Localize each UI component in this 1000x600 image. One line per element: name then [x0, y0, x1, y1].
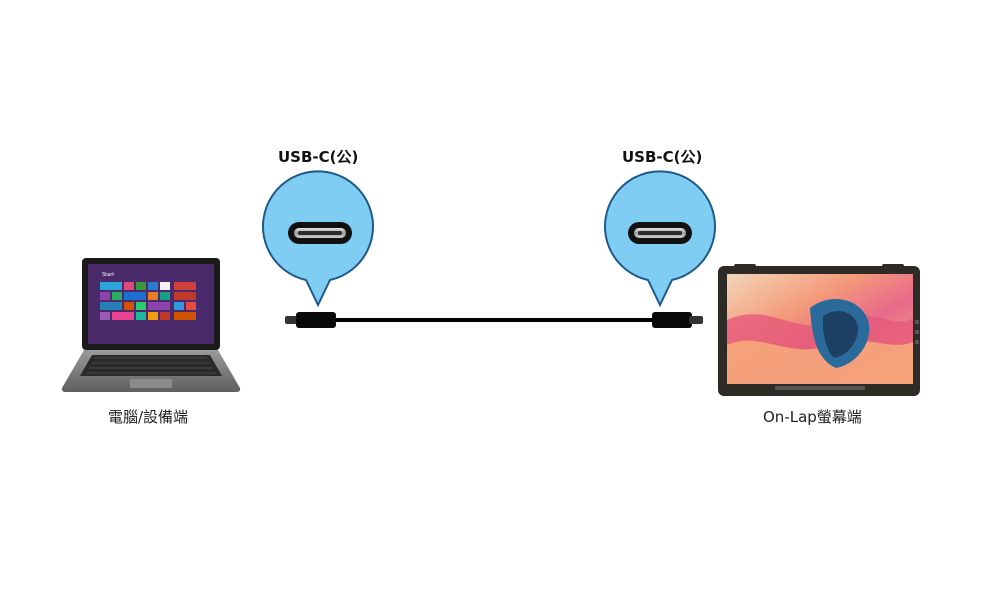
windows-tiles	[100, 282, 196, 320]
right-connector-label: USB-C(公)	[622, 148, 703, 166]
right-usb-c-plug	[652, 312, 703, 328]
monitor-illustration	[718, 264, 920, 396]
laptop-start-text: Start	[102, 272, 114, 278]
left-usb-c-plug	[285, 312, 336, 328]
usb-c-cable	[285, 312, 703, 328]
computer-label: 電腦/設備端	[108, 408, 189, 426]
laptop-illustration: Start	[61, 258, 241, 392]
right-connector-bubble	[604, 170, 716, 308]
cable-line	[336, 318, 652, 322]
left-connector-label: USB-C(公)	[278, 148, 359, 166]
left-connector-bubble	[262, 170, 374, 308]
laptop-touchpad	[130, 379, 172, 388]
laptop-keyboard	[80, 355, 222, 376]
monitor-label: On-Lap螢幕端	[763, 408, 862, 426]
